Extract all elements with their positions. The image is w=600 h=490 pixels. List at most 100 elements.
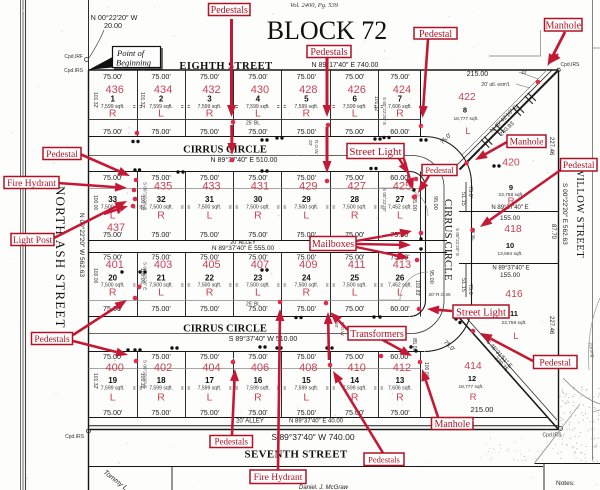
svg-text:25' BL: 25' BL (246, 121, 260, 127)
svg-text:215.00: 215.00 (467, 71, 489, 78)
svg-text:7: 7 (398, 95, 403, 104)
svg-text:20': 20' (334, 322, 339, 328)
svg-text:75.00': 75.00' (297, 408, 317, 417)
svg-text:25' BL: 25' BL (471, 228, 476, 241)
svg-text:75.00': 75.00' (248, 127, 268, 136)
svg-text:426: 426 (348, 84, 366, 96)
svg-text:75.00': 75.00' (345, 173, 365, 182)
svg-text:Pedestals: Pedestals (368, 454, 400, 464)
svg-text:22: 22 (205, 274, 214, 283)
svg-text:33: 33 (108, 195, 117, 204)
svg-text:75.00': 75.00' (248, 173, 268, 182)
svg-text:1: 1 (110, 95, 115, 104)
svg-text:R.O.W.: R.O.W. (314, 140, 319, 155)
svg-text:23,758 sqft.: 23,758 sqft. (501, 320, 526, 326)
svg-text:15: 15 (302, 376, 311, 385)
svg-text:2: 2 (159, 95, 164, 104)
svg-text:N 00°22′20″ W: N 00°22′20″ W (91, 13, 138, 22)
svg-text:WILLOW STREET: WILLOW STREET (574, 167, 585, 258)
svg-text:Pedestals: Pedestals (211, 5, 248, 16)
svg-text:Vol. 2400, Pg. 539: Vol. 2400, Pg. 539 (290, 2, 339, 9)
svg-text:424: 424 (393, 84, 411, 96)
svg-text:Daniel. J. McGraw: Daniel. J. McGraw (299, 485, 349, 490)
svg-text:7,599 sqft.: 7,599 sqft. (294, 386, 318, 392)
svg-text:7,452 sqft.: 7,452 sqft. (388, 283, 412, 289)
svg-text:75.00': 75.00' (345, 352, 365, 361)
svg-text:EIGHTH STREET: EIGHTH STREET (179, 61, 272, 72)
svg-text:95.00: 95.00 (428, 270, 434, 284)
svg-text:75.00': 75.00' (151, 253, 171, 262)
svg-text:7,500 sqft.: 7,500 sqft. (343, 205, 367, 211)
svg-text:L: L (352, 108, 358, 120)
svg-text:410: 410 (348, 362, 366, 374)
svg-text:75.00': 75.00' (103, 127, 123, 136)
svg-text:75.00': 75.00' (390, 72, 410, 81)
svg-text:7,500 sqft.: 7,500 sqft. (246, 205, 270, 211)
svg-text:100.00: 100.00 (139, 195, 145, 211)
svg-text:7,599 sqft.: 7,599 sqft. (246, 104, 270, 110)
svg-text:S 00°22′20″ E 562.63: S 00°22′20″ E 562.63 (561, 183, 569, 245)
svg-text:95.00: 95.00 (432, 196, 438, 210)
svg-text:Pedestal: Pedestal (419, 29, 453, 40)
svg-text:155.00: 155.00 (500, 215, 520, 222)
svg-text:75.00': 75.00' (200, 127, 220, 136)
svg-text:7,599 sqft.: 7,599 sqft. (198, 104, 222, 110)
svg-text:7,599 sqft.: 7,599 sqft. (101, 104, 125, 110)
svg-text:Beginning: Beginning (116, 58, 151, 68)
svg-text:406: 406 (251, 362, 269, 374)
svg-text:101.32': 101.32' (92, 373, 98, 389)
svg-text:L: L (397, 287, 403, 299)
svg-text:75.00': 75.00' (151, 72, 171, 81)
svg-text:429: 429 (299, 181, 317, 193)
svg-text:20: 20 (108, 274, 117, 283)
svg-text:19: 19 (108, 376, 117, 385)
svg-text:16: 16 (253, 376, 262, 385)
svg-text:75.00': 75.00' (297, 253, 317, 262)
svg-text:51.15: 51.15 (460, 278, 466, 292)
svg-text:7,500 sqft.: 7,500 sqft. (149, 283, 173, 289)
svg-text:7,606 sqft.: 7,606 sqft. (388, 104, 412, 110)
svg-text:75.00': 75.00' (345, 72, 365, 81)
svg-text:227.46: 227.46 (548, 137, 554, 156)
svg-text:227.46: 227.46 (548, 316, 554, 335)
svg-text:7,452 sqft.: 7,452 sqft. (388, 205, 412, 211)
svg-text:416: 416 (505, 288, 523, 300)
svg-text:435: 435 (154, 181, 172, 193)
svg-text:413: 413 (393, 259, 411, 271)
svg-text:L: L (255, 108, 261, 120)
svg-text:Manhole: Manhole (434, 419, 470, 430)
svg-text:75.0': 75.0' (467, 186, 473, 198)
svg-text:75.00': 75.00' (151, 408, 171, 417)
svg-text:7,599 sqft.: 7,599 sqft. (294, 104, 318, 110)
svg-text:75.00': 75.00' (248, 352, 268, 361)
svg-text:R: R (254, 210, 262, 222)
svg-text:87.70: 87.70 (550, 224, 556, 240)
svg-text:85.00: 85.00 (411, 338, 417, 352)
svg-text:20' ALLEY: 20' ALLEY (230, 240, 256, 246)
svg-text:18,777 sqft.: 18,777 sqft. (453, 116, 478, 122)
svg-text:21: 21 (157, 274, 166, 283)
svg-text:75.00': 75.00' (200, 72, 220, 81)
svg-text:75.00': 75.00' (151, 352, 171, 361)
svg-text:N 89°37′40″ E: N 89°37′40″ E (492, 266, 529, 272)
svg-text:434: 434 (154, 84, 172, 96)
svg-text:7,599 sqft.: 7,599 sqft. (246, 386, 270, 392)
svg-text:13: 13 (395, 376, 404, 385)
svg-text:75.00': 75.00' (345, 408, 365, 417)
svg-text:R: R (206, 108, 214, 120)
svg-text:Manhole: Manhole (545, 20, 581, 31)
svg-text:Pedestal: Pedestal (539, 358, 571, 368)
svg-text:437: 437 (107, 222, 125, 234)
svg-text:75.00': 75.00' (390, 408, 410, 417)
svg-text:75.00': 75.00' (297, 173, 317, 182)
svg-text:75.00': 75.00' (103, 408, 123, 417)
svg-text:85.00: 85.00 (411, 197, 417, 211)
svg-text:100.00: 100.00 (92, 268, 98, 284)
svg-text:7,599 sqft.: 7,599 sqft. (198, 386, 222, 392)
svg-text:6: 6 (352, 95, 357, 104)
svg-text:7,599 sqft.: 7,599 sqft. (101, 386, 125, 392)
svg-text:430: 430 (251, 84, 269, 96)
svg-text:75.00': 75.00' (200, 408, 220, 417)
svg-text:20' ALLEY: 20' ALLEY (236, 419, 264, 425)
svg-text:30: 30 (253, 195, 262, 204)
